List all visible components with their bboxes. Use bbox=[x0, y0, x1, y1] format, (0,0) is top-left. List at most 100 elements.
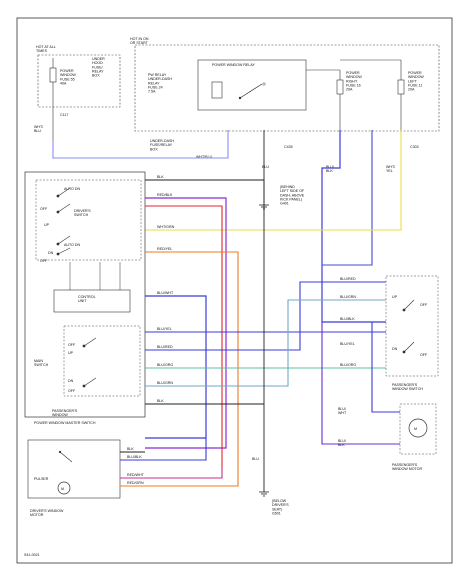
drivers-switch-contacts bbox=[56, 187, 71, 256]
dn-label-3: DN bbox=[68, 379, 74, 383]
wire-label-red-grn: RED/GRN bbox=[127, 481, 144, 485]
underdash-fuse-relay-box bbox=[134, 44, 440, 132]
passengers-switch-contacts bbox=[402, 299, 415, 354]
control-unit-box bbox=[53, 289, 131, 313]
wire-label-blk-motor: BLK bbox=[127, 447, 134, 451]
drivers-switch-box bbox=[35, 179, 142, 261]
wire-label-blk-2: BLK bbox=[157, 399, 164, 403]
wire-blu-blk-pass bbox=[321, 322, 400, 445]
wire-red-yel bbox=[145, 251, 239, 487]
drivers-motor-box bbox=[27, 439, 121, 499]
passengers-switch-box bbox=[385, 275, 439, 377]
off-label-2: OFF bbox=[40, 259, 48, 263]
diagram-frame bbox=[16, 17, 453, 564]
blu-ground-label: BLU bbox=[252, 457, 259, 461]
wire-blu-blk-fuse11 bbox=[322, 130, 373, 266]
power-window-relay-label: POWER WINDOW RELAY bbox=[212, 63, 255, 67]
master-switch-label: POWER WINDOW MASTER SWITCH bbox=[34, 421, 96, 425]
wire-label-blu-red: BLU/RED bbox=[157, 345, 173, 349]
wire-label-blk: BLK bbox=[157, 175, 164, 179]
c435-label: C435 bbox=[284, 145, 293, 149]
up-label-1: UP bbox=[44, 223, 50, 227]
fuse-11-symbol bbox=[397, 79, 405, 95]
wire-label-blu-blk-motor: BLU/BLK bbox=[127, 455, 142, 459]
wire-blu-red-1 bbox=[145, 281, 386, 351]
power-window-relay-box bbox=[197, 59, 307, 111]
wire-label-red-blk: RED/BLK bbox=[157, 193, 173, 197]
off-label-3: OFF bbox=[68, 343, 76, 347]
off-label-1: OFF bbox=[40, 207, 48, 211]
wht-yel-tag-label: WHT/YEL bbox=[386, 165, 395, 173]
c303-label: C303 bbox=[410, 145, 419, 149]
dn-label-1: DN bbox=[48, 251, 54, 255]
footer-code: S41-0021 bbox=[24, 553, 40, 557]
wire-label-blu-yel: BLU/YEL bbox=[157, 327, 172, 331]
main-switch-box bbox=[63, 325, 141, 397]
wire-blu-blk-motor bbox=[120, 438, 207, 461]
passengers-motor-icon bbox=[408, 418, 428, 438]
drivers-motor-icon bbox=[57, 481, 71, 495]
wire-wht-yel bbox=[145, 130, 402, 231]
wire-label-blu-org-r: BLU/ORG bbox=[340, 363, 356, 367]
wire-label-blu-red-r: BLU/RED bbox=[340, 277, 356, 281]
wire-red-wht-motor bbox=[120, 468, 223, 479]
passengers-motor-box bbox=[399, 403, 437, 455]
off-label-4: OFF bbox=[68, 389, 76, 393]
svg-text:M: M bbox=[414, 427, 417, 431]
wire-red-blk-b bbox=[145, 205, 223, 468]
underhood-fuse-box bbox=[37, 54, 121, 108]
wire-blu-fuse16 bbox=[321, 130, 386, 323]
c117-label: C117 bbox=[60, 113, 68, 117]
svg-text:M: M bbox=[61, 487, 64, 491]
relay-coil bbox=[211, 81, 223, 99]
wire-red-blk bbox=[145, 197, 227, 449]
ground-g501-icon bbox=[259, 491, 269, 497]
blu-tag-label: BLU bbox=[262, 165, 269, 169]
wht-blu-left-label: WHT/BLU bbox=[34, 125, 43, 133]
wire-label-blu-yel-r: BLU/YEL bbox=[340, 342, 355, 346]
main-switch-contacts bbox=[82, 337, 97, 388]
up-label-3: UP bbox=[68, 351, 74, 355]
wire-label-blu-grn-r: BLU/GRN bbox=[340, 295, 356, 299]
wire-label-red-yel: RED/YEL bbox=[157, 247, 172, 251]
master-switch-box bbox=[24, 171, 146, 418]
wire-label-blu-blk-r: BLU/BLK bbox=[338, 439, 346, 447]
blu-blk-tag-label: BLU/BLK bbox=[326, 165, 334, 173]
wire-blu-wht-pass bbox=[371, 322, 400, 413]
wire-label-red-wht: RED/WHT bbox=[127, 473, 145, 477]
wire-label-blu-org: BLU/ORG bbox=[157, 363, 173, 367]
wire-label-blu-grn: BLU/GRN bbox=[157, 381, 173, 385]
wire-label-blu-wht-r: BLU/WHT bbox=[338, 407, 347, 415]
fuse-16-symbol bbox=[336, 79, 344, 95]
wire-blu-wht-main bbox=[145, 295, 207, 439]
wire-label-blu-r: BLU/BLK bbox=[340, 317, 355, 321]
pulser-label: PULSER bbox=[34, 477, 49, 481]
wire-blu-grn-1 bbox=[145, 299, 386, 387]
off-label-6: OFF bbox=[420, 353, 428, 357]
wire-wht-blu-top bbox=[52, 130, 229, 159]
auto-dn-label: AUTO DN bbox=[64, 187, 81, 191]
auto-dn-label-2: AUTO DN bbox=[64, 243, 81, 247]
fuse-55-symbol bbox=[49, 67, 57, 83]
wire-label-wht-grn: WHT/GRN bbox=[157, 225, 175, 229]
relay-switch-contact bbox=[239, 83, 263, 99]
up-label-5: UP bbox=[392, 295, 398, 299]
dn-label-5: DN bbox=[392, 347, 398, 351]
wht-blu-mid-label: WHT/BLU bbox=[196, 155, 213, 159]
